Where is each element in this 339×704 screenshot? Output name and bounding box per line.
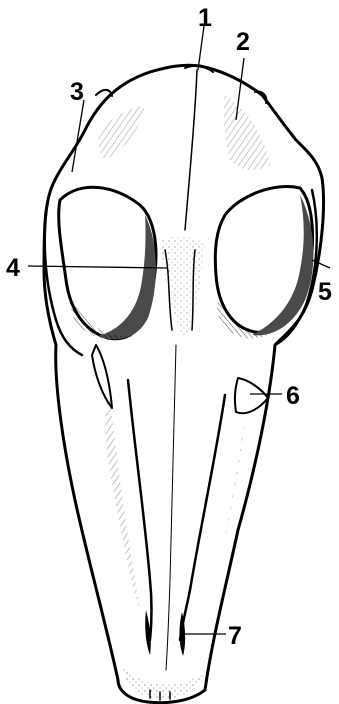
rostrum-left-groove bbox=[128, 380, 152, 640]
left-lateral-bar bbox=[45, 200, 82, 355]
snout-tip-stipple bbox=[122, 665, 205, 700]
interorbital-stipple bbox=[160, 237, 205, 340]
left-jugal-flange bbox=[92, 345, 112, 408]
label-5: 5 bbox=[318, 278, 332, 306]
midline-crest bbox=[185, 70, 197, 230]
label-6: 6 bbox=[286, 382, 300, 410]
right-orbit-shadow bbox=[252, 195, 313, 335]
leader-line-1 bbox=[198, 26, 204, 70]
leader-lines bbox=[28, 26, 330, 634]
skull-outline bbox=[44, 65, 324, 702]
skull-illustration bbox=[44, 65, 324, 702]
cranium-shading-left bbox=[98, 105, 145, 160]
label-7: 7 bbox=[228, 622, 242, 650]
right-jugal-flange bbox=[235, 378, 268, 413]
rostrum-mid-line bbox=[166, 345, 176, 670]
label-3: 3 bbox=[70, 78, 84, 106]
label-4: 4 bbox=[6, 254, 20, 282]
rostrum-right-groove bbox=[180, 395, 225, 640]
label-1: 1 bbox=[198, 4, 212, 32]
label-2: 2 bbox=[236, 28, 250, 56]
cranium-shading bbox=[224, 95, 270, 170]
left-orbit-shadow bbox=[98, 215, 156, 339]
left-naris bbox=[145, 610, 151, 655]
